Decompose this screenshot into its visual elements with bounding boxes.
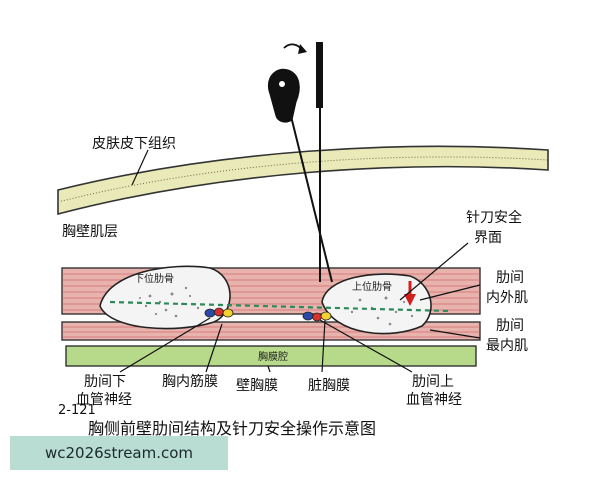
rotation-arrow-icon [283, 43, 307, 54]
needle-knife-tilted [268, 68, 333, 283]
safety-arrow [404, 281, 416, 306]
needle-knife-vertical [316, 42, 323, 282]
endothoracic-fascia-label: 胸内筋膜 [162, 373, 218, 390]
parietal-pleura-label: 壁胸膜 [236, 378, 278, 394]
intercostal-inner-outer-line2: 内外肌 [486, 290, 528, 306]
watermark: wc2026stream.com [10, 436, 228, 470]
chest-wall-muscle-label: 胸壁肌层 [62, 224, 118, 240]
lower-rib-label: 下位肋骨 [134, 272, 174, 285]
safe-interface-line1: 针刀安全 [466, 209, 522, 226]
superior-nvb-line1: 肋间上 [412, 374, 454, 390]
innermost-intercostal-line1: 肋间 [496, 318, 524, 334]
intercostal-inner-outer-line1: 肋间 [496, 270, 524, 286]
pleural-cavity-layer: 胸膜腔 [65, 345, 477, 367]
inferior-nvb-line1: 肋间下 [84, 374, 126, 390]
inferior-nvb-line2: 血管神经 [76, 392, 132, 408]
intercostal-inner-outer-label: 肋间 内外肌 [486, 270, 528, 306]
safety-interface-line [109, 300, 451, 313]
figure-caption: 胸侧前壁肋间结构及针刀安全操作示意图 [88, 419, 376, 438]
superior-nvb-line2: 血管神经 [406, 392, 462, 408]
safe-interface-label: 针刀安全 界面 [466, 209, 526, 246]
safe-interface-line2: 界面 [474, 230, 502, 246]
figure-number: 2-121 [58, 403, 96, 418]
upper-rib-label: 上位肋骨 [352, 280, 392, 293]
pleural-cavity-label: 胸膜腔 [258, 350, 288, 363]
lower-rib: 下位肋骨 [99, 265, 231, 330]
skin-label: 皮肤皮下组织 [92, 136, 176, 152]
upper-rib: 上位肋骨 [321, 273, 432, 335]
leader-lines [119, 149, 481, 373]
innermost-intercostal-line2: 最内肌 [486, 338, 528, 354]
visceral-pleura-label: 脏胸膜 [308, 378, 350, 394]
skin-layer [57, 145, 549, 216]
innermost-intercostal-label: 肋间 最内肌 [486, 318, 528, 354]
superior-neurovascular-bundle [302, 311, 332, 322]
superior-nvb-label: 肋间上 血管神经 [406, 374, 462, 408]
inferior-neurovascular-bundle [204, 307, 234, 318]
inferior-nvb-label: 肋间下 血管神经 [76, 374, 132, 408]
